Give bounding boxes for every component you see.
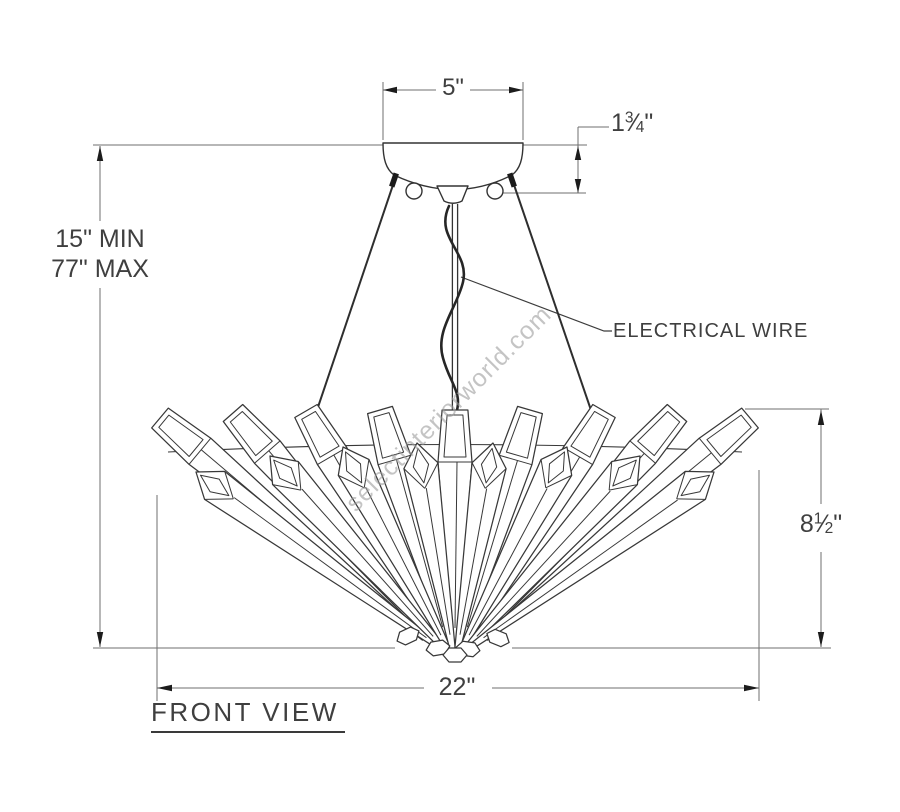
suspension-cables: [315, 178, 594, 417]
dim-hanging-max: 77" MAX: [51, 255, 149, 283]
dim-canopy-width-label: 5": [442, 74, 464, 101]
crystal-bowl: [151, 403, 759, 663]
dim-fixture-width-label: 22": [438, 673, 476, 701]
dim-hanging-range-label: 15" MIN 77" MAX: [18, 224, 182, 284]
dim-fixture-height-label: 81⁄2": [790, 510, 852, 539]
dim-canopy-drop-slash: ⁄: [632, 109, 637, 137]
canopy-ball-right: [486, 182, 504, 200]
dim-canopy-drop-denominator: 4: [635, 118, 645, 136]
canopy-ball-left: [405, 182, 423, 200]
dim-canopy-drop-numerator: 3: [624, 109, 634, 127]
electrical-wire-leader-line: [460, 276, 612, 332]
dim-canopy-drop-label: 13⁄4": [611, 109, 653, 138]
dim-canopy-drop-unit: ": [644, 109, 654, 137]
dim-fixture-height-whole: 8: [799, 510, 814, 538]
electrical-wire-curve: [440, 204, 466, 416]
cable-clamp-left: [389, 172, 399, 188]
dim-fixture-height-slash: ⁄: [821, 510, 826, 538]
electrical-wire-label: ELECTRICAL WIRE: [613, 320, 809, 342]
dim-hanging-min: 15" MIN: [55, 225, 145, 253]
canopy-socket: [436, 185, 469, 204]
dim-fixture-height-unit: ": [833, 510, 843, 538]
ceiling-canopy: [382, 142, 524, 204]
dimension-lines: [93, 82, 831, 701]
dim-fixture-height-denominator: 2: [824, 519, 834, 537]
dim-canopy-drop-whole: 1: [611, 109, 625, 137]
cable-clamp-right: [507, 172, 517, 188]
dim-fixture-height-numerator: 1: [813, 510, 823, 528]
view-title: FRONT VIEW: [151, 697, 345, 733]
dimension-arrowheads: [96, 86, 825, 692]
